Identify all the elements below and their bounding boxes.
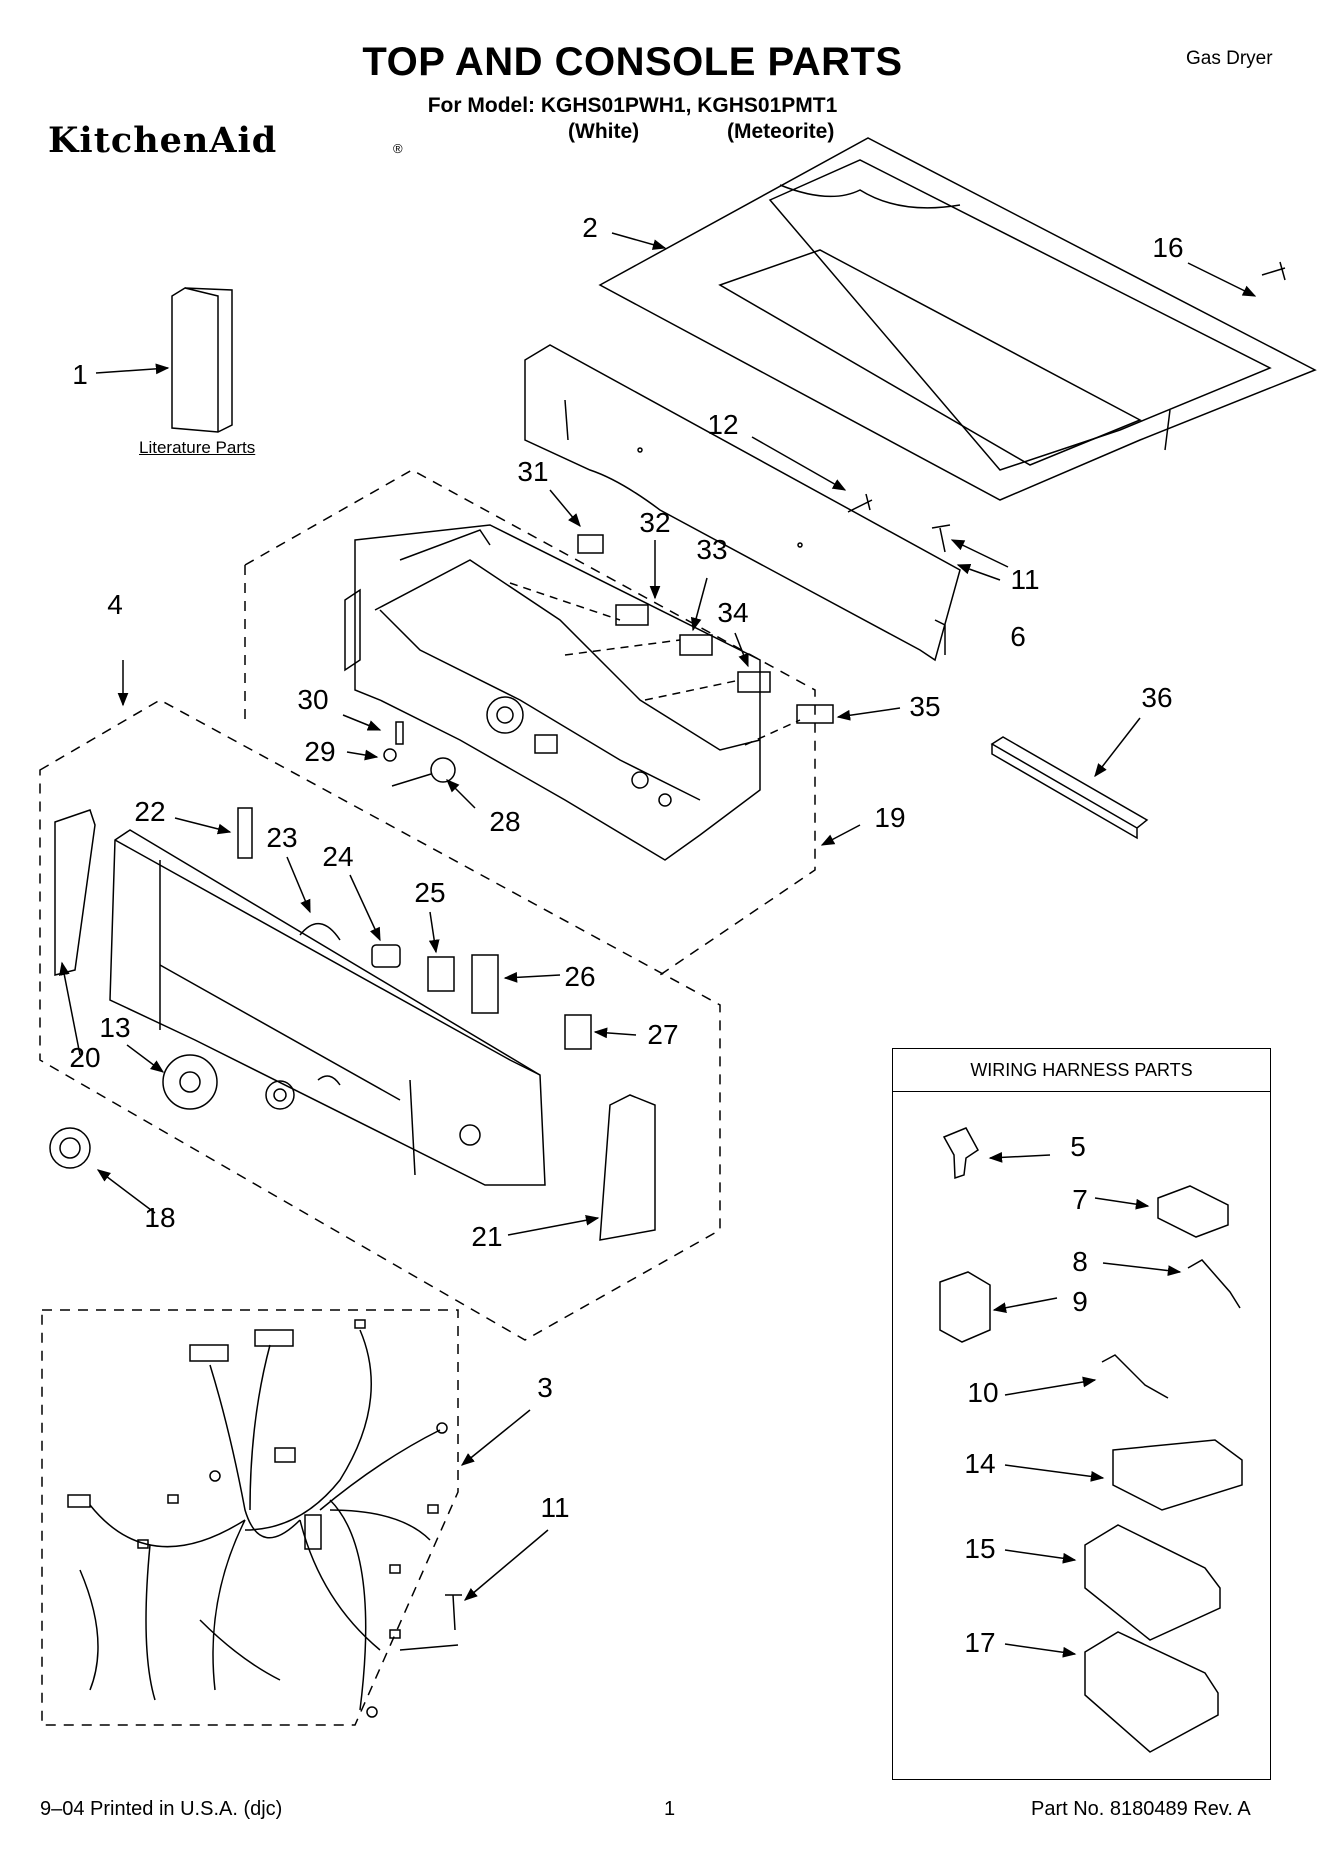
callout-4: 4 bbox=[107, 589, 123, 620]
callout-10: 10 bbox=[967, 1377, 999, 1408]
light-pipe-30 bbox=[395, 721, 404, 745]
button-26 bbox=[471, 954, 499, 1014]
callout-22: 22 bbox=[134, 796, 166, 827]
connector-15 bbox=[1084, 1524, 1221, 1641]
callout-32: 32 bbox=[639, 507, 671, 538]
callout-23: 23 bbox=[266, 822, 298, 853]
wiring-harness-parts-title: WIRING HARNESS PARTS bbox=[893, 1049, 1270, 1092]
callout-6: 6 bbox=[1010, 621, 1026, 652]
part-number: Part No. 8180489 Rev. A bbox=[1031, 1798, 1251, 1820]
callout-34: 34 bbox=[717, 597, 749, 628]
spring-29 bbox=[383, 748, 397, 762]
print-info: 9–04 Printed in U.S.A. (djc) bbox=[40, 1798, 283, 1820]
screw-12 bbox=[847, 493, 873, 513]
right-end-cap bbox=[599, 1094, 656, 1241]
variant-white: (White) bbox=[568, 120, 640, 143]
clip-35 bbox=[796, 704, 834, 724]
callout-36: 36 bbox=[1141, 682, 1173, 713]
terminal-8 bbox=[1187, 1259, 1241, 1309]
button-27 bbox=[564, 1014, 592, 1050]
clip-34 bbox=[737, 671, 771, 693]
callout-12: 12 bbox=[707, 409, 739, 440]
callout-17: 17 bbox=[964, 1627, 996, 1658]
screw-11-lower bbox=[445, 1594, 462, 1631]
variant-meteorite: (Meteorite) bbox=[727, 120, 835, 143]
connector-9 bbox=[939, 1271, 991, 1343]
connector-17 bbox=[1084, 1631, 1219, 1753]
button-strip-22 bbox=[237, 807, 253, 859]
button-25 bbox=[427, 956, 455, 992]
clip-33 bbox=[679, 634, 713, 656]
literature-parts-label: Literature Parts bbox=[139, 438, 256, 457]
callout-33: 33 bbox=[696, 534, 728, 565]
callout-25: 25 bbox=[414, 877, 446, 908]
callout-27: 27 bbox=[647, 1019, 679, 1050]
literature-booklet bbox=[171, 287, 233, 433]
model-line: For Model: KGHS01PWH1, KGHS01PMT1 bbox=[427, 94, 838, 117]
callout-16: 16 bbox=[1152, 232, 1184, 263]
callout-9: 9 bbox=[1072, 1286, 1088, 1317]
page-number: 1 bbox=[664, 1798, 676, 1820]
callout-28: 28 bbox=[489, 806, 521, 837]
callout-8: 8 bbox=[1072, 1246, 1088, 1277]
vent-strip bbox=[990, 736, 1149, 840]
product-type: Gas Dryer bbox=[1186, 48, 1273, 69]
switch-28 bbox=[391, 757, 456, 787]
callout-20: 20 bbox=[69, 1042, 101, 1073]
callout-2: 2 bbox=[582, 212, 598, 243]
console-panel bbox=[109, 829, 546, 1186]
callout-19: 19 bbox=[874, 802, 906, 833]
lens-24 bbox=[371, 944, 401, 968]
connector-7 bbox=[1157, 1185, 1229, 1238]
callout-15: 15 bbox=[964, 1533, 996, 1564]
callout-26: 26 bbox=[564, 961, 596, 992]
console-back-panel bbox=[524, 344, 961, 662]
brand-logo: KitchenAid bbox=[48, 120, 278, 161]
wiring-harness bbox=[67, 1319, 448, 1718]
dial-ring bbox=[162, 1054, 218, 1110]
callout-11-top: 11 bbox=[1010, 564, 1040, 595]
control-assembly-boundary bbox=[244, 469, 816, 976]
callout-35: 35 bbox=[909, 691, 941, 722]
callout-13: 13 bbox=[99, 1012, 131, 1043]
callout-5: 5 bbox=[1070, 1131, 1086, 1162]
clip-31 bbox=[577, 534, 604, 554]
key-23 bbox=[299, 923, 341, 941]
callout-18: 18 bbox=[144, 1202, 176, 1233]
terminal-10 bbox=[1101, 1354, 1169, 1399]
left-end-cap bbox=[54, 809, 96, 976]
callout-11-bottom: 11 bbox=[540, 1492, 570, 1523]
callout-14: 14 bbox=[964, 1448, 996, 1479]
clip-5 bbox=[942, 1127, 979, 1180]
page-title: TOP AND CONSOLE PARTS bbox=[362, 40, 903, 84]
knob bbox=[49, 1127, 91, 1169]
callout-1: 1 bbox=[72, 359, 88, 390]
callout-21: 21 bbox=[471, 1221, 503, 1252]
callout-3: 3 bbox=[537, 1372, 553, 1403]
callout-24: 24 bbox=[322, 841, 354, 872]
clip-32 bbox=[615, 604, 649, 626]
brand-registered-mark: ® bbox=[393, 141, 403, 156]
screw-11 bbox=[931, 524, 951, 553]
wiring-harness-boundary bbox=[41, 1309, 459, 1726]
top-panel bbox=[598, 137, 1317, 501]
callout-29: 29 bbox=[304, 736, 336, 767]
callout-31: 31 bbox=[517, 456, 549, 487]
screw-16 bbox=[1261, 261, 1286, 281]
callout-7: 7 bbox=[1072, 1184, 1088, 1215]
control-board-assembly bbox=[344, 524, 761, 861]
callout-30: 30 bbox=[297, 684, 329, 715]
connector-14 bbox=[1112, 1439, 1243, 1511]
wiring-harness-parts-box: WIRING HARNESS PARTS bbox=[892, 1048, 1271, 1780]
console-boundary bbox=[39, 699, 721, 1341]
